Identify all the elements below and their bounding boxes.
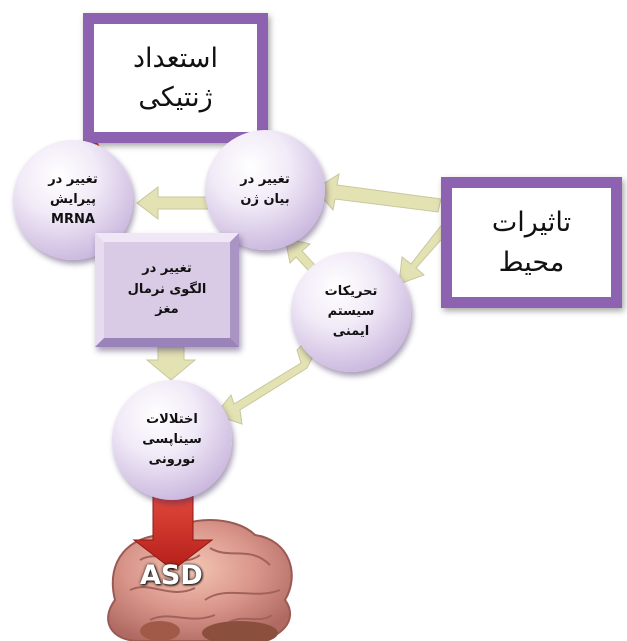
arrow-brain-pattern-to-synaptic bbox=[145, 346, 197, 381]
environmental-effects-box: تاثیرات محیط bbox=[441, 177, 622, 308]
arrow-gene-to-mrna bbox=[136, 185, 210, 221]
synaptic-disorders-node: اختلالات سیناپسی نورونی bbox=[112, 380, 232, 500]
arrow-to-brain bbox=[132, 491, 214, 571]
synaptic-disorders-label: اختلالات سیناپسی نورونی bbox=[142, 411, 202, 468]
gene-expression-label: تغییر در بیان ژن bbox=[240, 171, 290, 207]
environmental-effects-label: تاثیرات محیط bbox=[491, 207, 572, 278]
brain-pattern-node: تغییر در الگوی نرمال مغز bbox=[95, 233, 239, 347]
asd-label: ASD bbox=[140, 560, 203, 591]
immune-system-label: تحریکات سیستم ایمنی bbox=[324, 283, 378, 340]
gene-expression-node: تغییر در بیان ژن bbox=[205, 130, 325, 250]
mrna-splicing-label: تغییر در پیرایش MRNA bbox=[48, 171, 98, 228]
arrow-immune-synaptic bbox=[214, 338, 320, 425]
arrow-env-to-gene bbox=[314, 172, 442, 213]
immune-system-node: تحریکات سیستم ایمنی bbox=[291, 252, 411, 372]
brain-pattern-label: تغییر در الگوی نرمال مغز bbox=[127, 260, 207, 318]
genetic-predisposition-label: استعداد ژنتیکی bbox=[133, 42, 218, 113]
genetic-predisposition-box: استعداد ژنتیکی bbox=[83, 13, 268, 143]
